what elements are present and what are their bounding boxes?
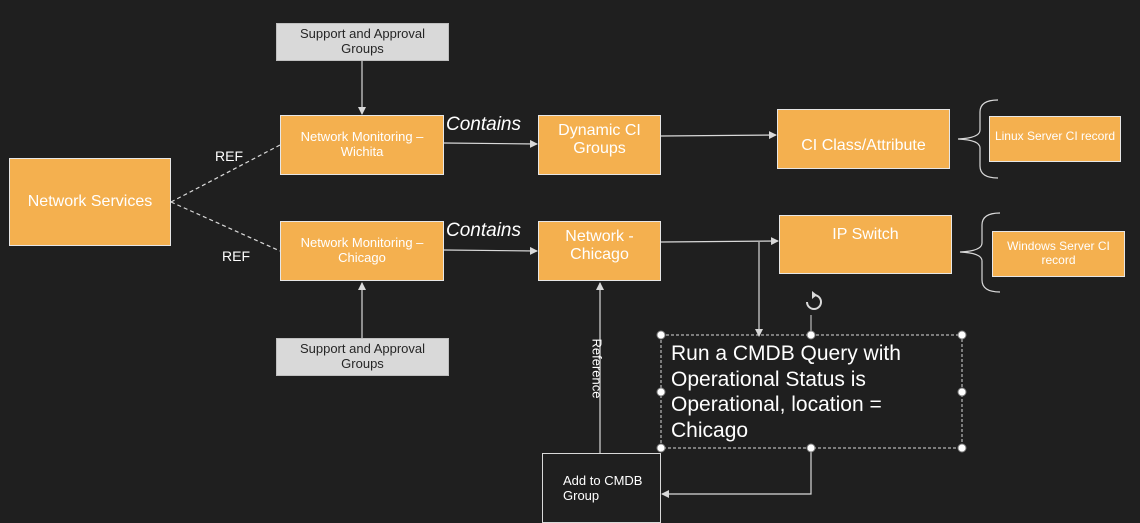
support-approval-top-label: Support and Approval Groups: [299, 26, 426, 56]
reference-label: Reference: [589, 338, 605, 399]
network-services-label: Network Services: [27, 192, 153, 210]
linux-server-ci-record-label: Linux Server CI record: [994, 129, 1116, 144]
query-to-cmdb-arrow: [661, 448, 812, 498]
ref-label-bottom: REF: [222, 248, 250, 264]
brace-bottom: [959, 212, 1001, 293]
windows-server-ci-record-label: Windows Server CI record: [1007, 239, 1110, 267]
contains-label-top: Contains: [446, 114, 521, 135]
add-to-cmdb-group-node[interactable]: Add to CMDB Group: [542, 453, 661, 523]
network-monitoring-wichita-label: Network Monitoring – Wichita: [300, 129, 424, 159]
support-approval-groups-bottom[interactable]: Support and Approval Groups: [276, 338, 449, 376]
ip-switch-label: IP Switch: [832, 226, 899, 244]
contains-bottom-arrow: [443, 246, 538, 255]
ci-class-attribute-label: CI Class/Attribute: [801, 136, 926, 154]
windows-server-ci-record-node[interactable]: Windows Server CI record: [992, 231, 1125, 277]
linux-server-ci-record-node[interactable]: Linux Server CI record: [989, 116, 1121, 162]
dynamic-ci-groups-label: Dynamic CI Groups: [558, 121, 641, 157]
ci-class-attribute-node[interactable]: CI Class/Attribute: [777, 109, 950, 169]
ref-line-bottom: [170, 201, 281, 252]
rotate-icon[interactable]: [806, 291, 822, 310]
network-chicago-label: Network - Chicago: [565, 227, 634, 263]
brace-top: [957, 99, 999, 179]
ref-label-top: REF: [215, 148, 243, 164]
dynamic-ci-groups-node[interactable]: Dynamic CI Groups: [538, 115, 661, 175]
network-monitoring-chicago-label: Network Monitoring – Chicago: [300, 235, 424, 265]
contains-top-arrow: [443, 139, 538, 148]
support-approval-bottom-label: Support and Approval Groups: [299, 341, 426, 371]
ip-switch-node[interactable]: IP Switch: [779, 215, 952, 274]
connector-layer: [170, 61, 1001, 498]
cmdb-query-text[interactable]: Run a CMDB Query with Operational Status…: [671, 342, 901, 442]
network-chicago-node[interactable]: Network - Chicago: [538, 221, 661, 281]
network-monitoring-wichita-node[interactable]: Network Monitoring – Wichita: [280, 115, 444, 175]
dynamic-to-class-arrow: [660, 131, 777, 140]
contains-label-bottom: Contains: [446, 220, 521, 241]
selection-handles[interactable]: [656, 330, 967, 453]
chicago-to-switch-arrow: [660, 237, 779, 246]
support-approval-groups-top[interactable]: Support and Approval Groups: [276, 23, 449, 61]
add-to-cmdb-group-label: Add to CMDB Group: [563, 473, 643, 503]
network-monitoring-chicago-node[interactable]: Network Monitoring – Chicago: [280, 221, 444, 281]
network-services-node[interactable]: Network Services: [9, 158, 171, 246]
